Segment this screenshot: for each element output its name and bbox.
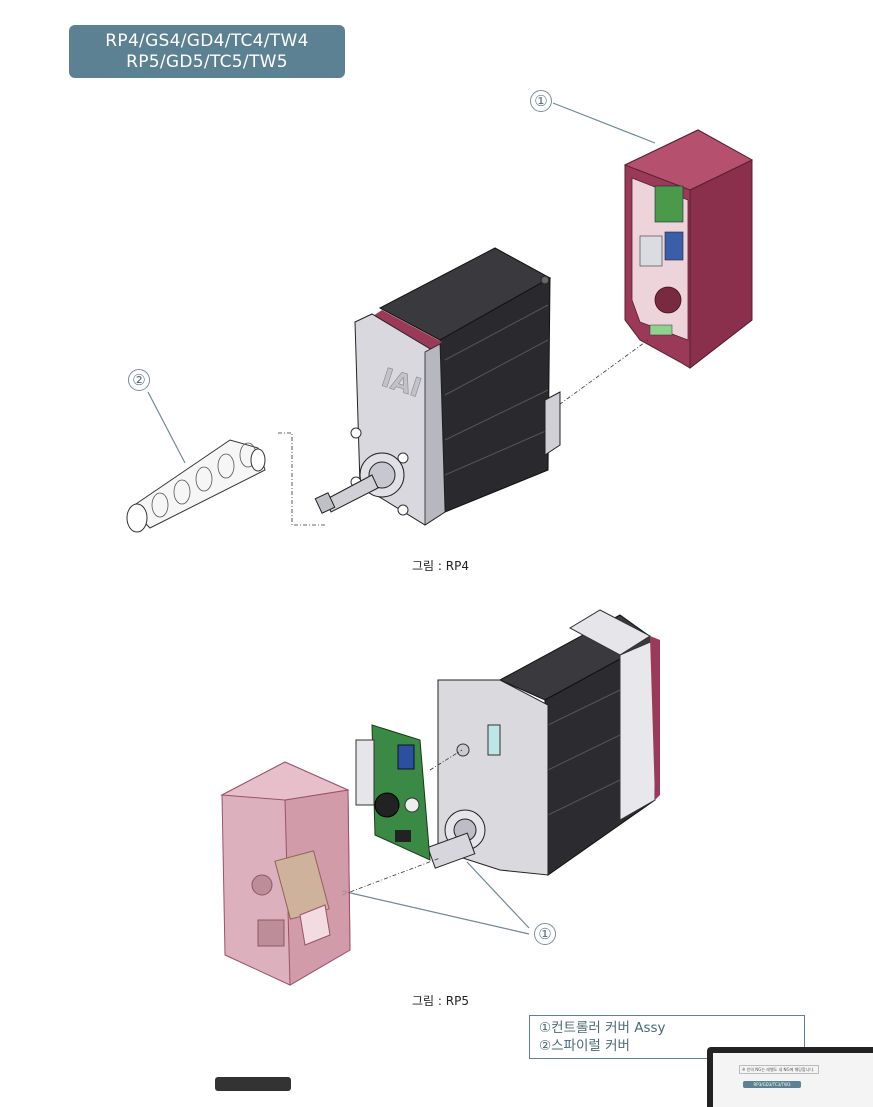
callout-controller-cover-rp4: ① [530, 90, 552, 112]
thumbnail-tag: RP3/GD3/TC3/TW3 [743, 1081, 801, 1088]
callout-spiral-cover: ② [128, 369, 150, 391]
figure-rp5 [220, 609, 660, 986]
legend-item-spiral-cover: ②스파이럴 커버 [539, 1038, 630, 1054]
controller-cover-rp5 [220, 761, 351, 986]
thumbnail-content: ※ 안의 NG는 레벨도 내 NG에 해당합니다. RP3/GD3/TC3/TW… [713, 1053, 873, 1107]
actuator-body-rp5 [427, 609, 660, 876]
pcb-board [355, 724, 431, 861]
actuator-body-rp4: IAI [314, 247, 561, 526]
page-thumbnail-preview[interactable]: ※ 안의 NG는 레벨도 내 NG에 해당합니다. RP3/GD3/TC3/TW… [707, 1047, 873, 1107]
leader-line [147, 391, 186, 464]
figure-caption-rp5: 그림 : RP5 [412, 994, 469, 1008]
model-title-badge: RP4/GS4/GD4/TC4/TW4 RP5/GD5/TC5/TW5 [69, 25, 345, 78]
leader-line [552, 102, 656, 144]
parts-legend: ①컨트롤러 커버 Assy ②스파이럴 커버 [529, 1015, 805, 1059]
figure-rp4: IAI [126, 102, 754, 533]
thumbnail-note: ※ 안의 NG는 레벨도 내 NG에 해당합니다. [739, 1065, 819, 1074]
partial-tab-button[interactable] [215, 1077, 291, 1091]
model-title-line2: RP5/GD5/TC5/TW5 [126, 52, 288, 72]
controller-cover-rp4 [623, 129, 754, 370]
legend-item-controller-cover: ①컨트롤러 커버 Assy [539, 1020, 666, 1036]
figure-caption-rp4: 그림 : RP4 [412, 559, 469, 573]
callout-controller-cover-rp5: ① [534, 923, 556, 945]
model-title-line1: RP4/GS4/GD4/TC4/TW4 [105, 31, 309, 51]
spiral-cover [126, 439, 266, 533]
